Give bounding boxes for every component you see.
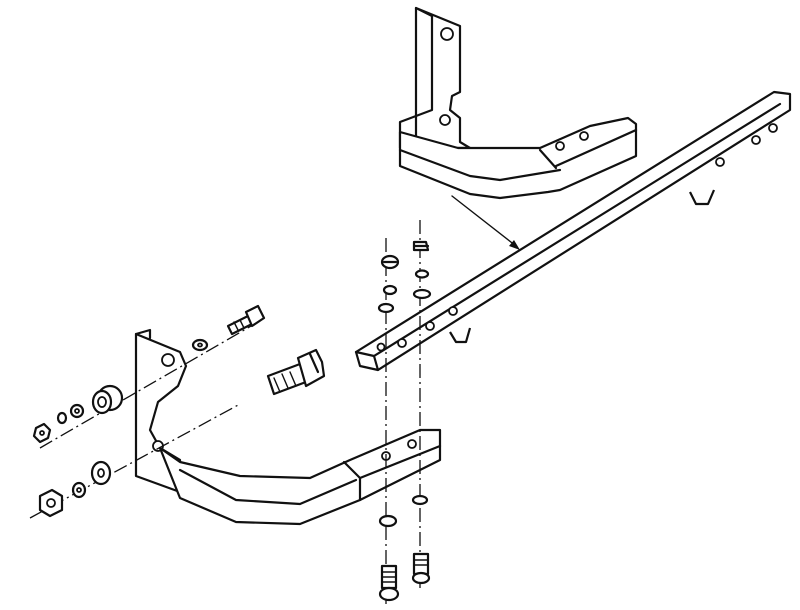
nut	[412, 240, 430, 252]
front-bracket	[134, 328, 442, 526]
vertical-hardware-right	[411, 220, 432, 588]
washer	[378, 514, 398, 528]
bolt	[226, 304, 266, 336]
horizontal-hardware-upper	[32, 304, 266, 449]
bolt	[411, 552, 431, 585]
washer	[90, 460, 112, 486]
washer	[69, 403, 85, 419]
lock-washer	[382, 284, 398, 296]
nut	[32, 422, 52, 444]
washer	[377, 302, 395, 314]
bolt	[266, 348, 326, 396]
cross-bar	[354, 90, 792, 372]
bolt	[378, 564, 400, 602]
nut	[38, 488, 64, 518]
lock-washer	[414, 269, 430, 279]
washer	[411, 494, 429, 506]
lock-washer	[56, 411, 68, 425]
spacer	[91, 384, 124, 415]
nut	[380, 254, 400, 270]
washer	[412, 288, 432, 300]
lock-washer	[71, 481, 87, 499]
horizontal-hardware-lower	[29, 348, 326, 519]
vertical-hardware-left	[377, 238, 400, 604]
washer	[191, 338, 209, 352]
rear-bracket	[398, 6, 638, 200]
